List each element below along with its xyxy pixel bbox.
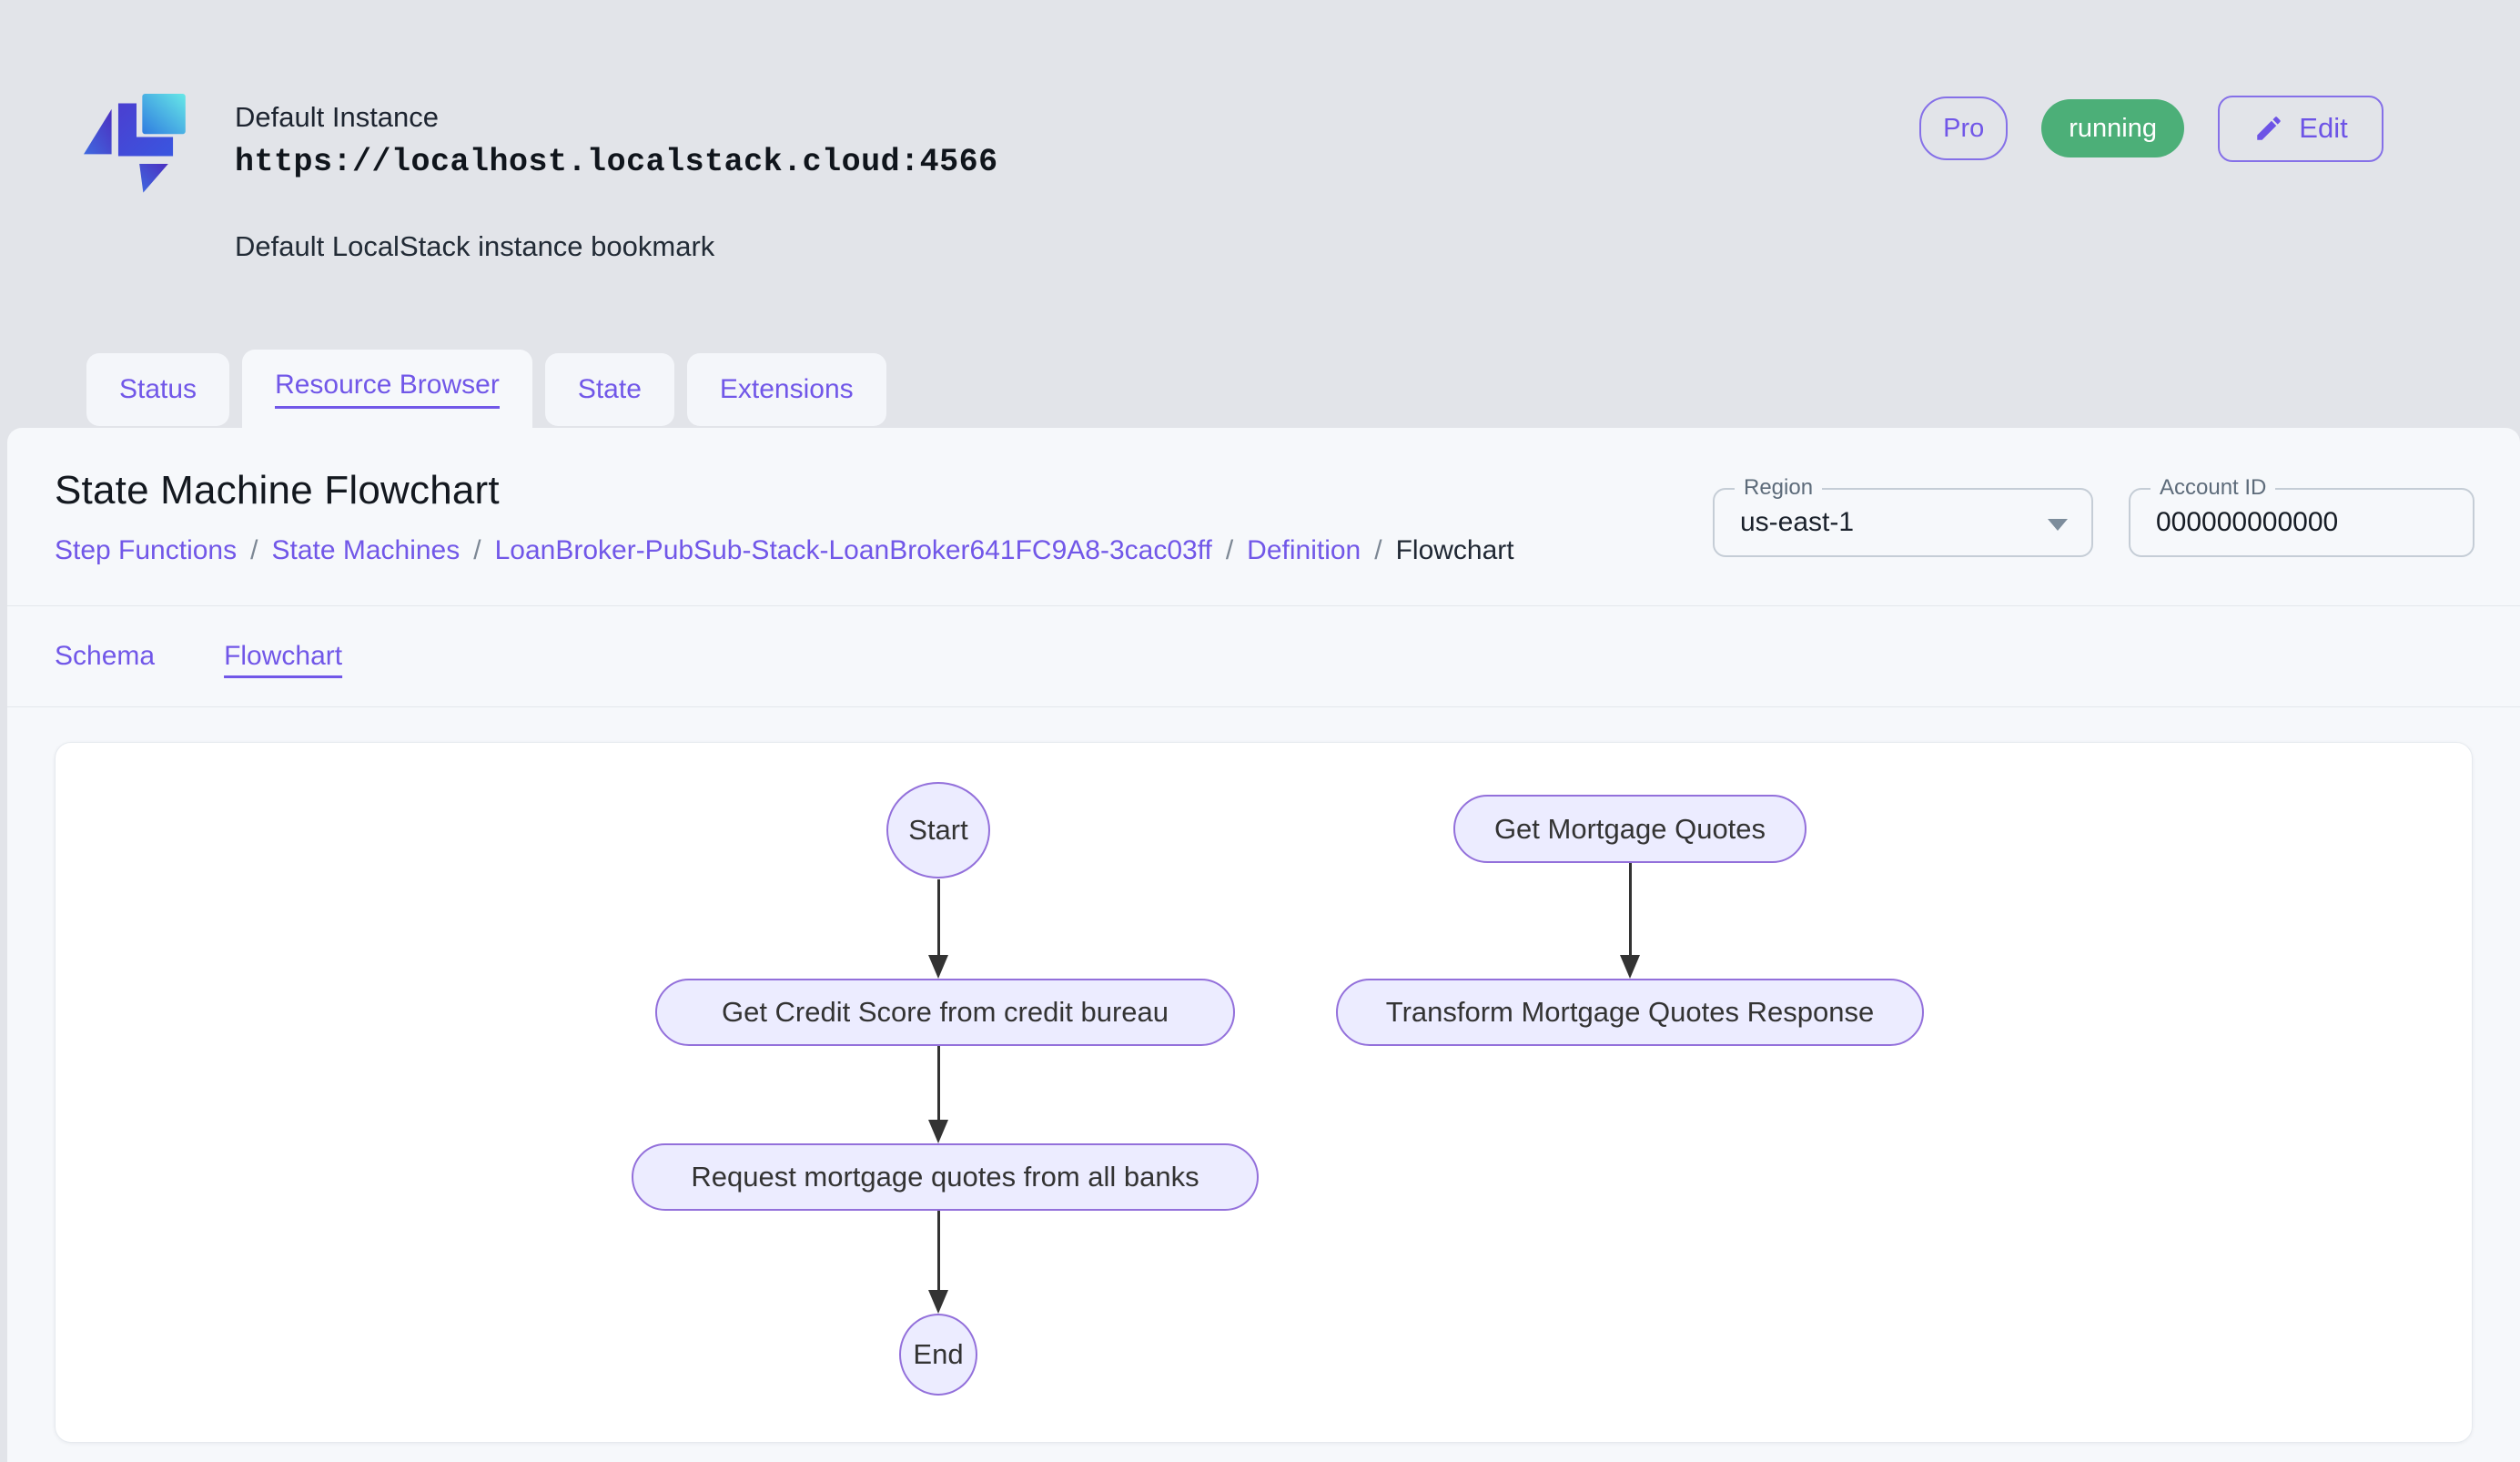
node-label: Get Mortgage Quotes [1493,812,1766,845]
tab-extensions-label: Extensions [719,374,854,404]
edge-line [1628,863,1632,955]
breadcrumb-state-machine-name[interactable]: LoanBroker-PubSub-Stack-LoanBroker641FC9… [494,535,1212,565]
tab-resource-browser[interactable]: Resource Browser [242,350,532,428]
flowchart-canvas: Start Get Credit Score from credit burea… [55,742,2473,1443]
region-select-label: Region [1735,474,1823,502]
arrowhead-icon [1620,955,1640,979]
tab-state[interactable]: State [544,353,674,426]
pencil-icon [2257,117,2282,140]
edit-button-label: Edit [2299,112,2348,144]
view-tab-flowchart[interactable]: Flowchart [224,641,343,671]
flowchart-node-get-credit-score: Get Credit Score from credit bureau [655,979,1235,1046]
region-select[interactable]: Region us-east-1 [1713,474,2093,557]
arrowhead-icon [928,1120,948,1143]
node-label: Start [908,814,968,846]
breadcrumb-separator: / [1374,535,1382,565]
view-tabs: Schema Flowchart [7,606,2520,707]
pro-badge: Pro [1919,96,2009,160]
main-panel: State Machine Flowchart Step Functions /… [7,428,2520,1462]
edge-credit-to-request [928,1046,948,1143]
page-title: State Machine Flowchart [55,468,500,513]
flowchart-node-transform-response: Transform Mortgage Quotes Response [1336,979,1924,1046]
flowchart-node-end: End [899,1314,977,1396]
node-label: End [913,1338,964,1370]
arrowhead-icon [928,955,948,979]
instance-name: Default Instance [235,101,440,133]
node-label: Request mortgage quotes from all banks [691,1161,1199,1193]
flowchart-node-start: Start [886,782,990,878]
tab-status-label: Status [119,374,197,404]
breadcrumb-separator: / [250,535,258,565]
edge-request-to-end [928,1211,948,1314]
edit-button[interactable]: Edit [2218,95,2383,162]
flowchart-node-get-mortgage-quotes: Get Mortgage Quotes [1453,795,1807,863]
main-tabs: Status Resource Browser State Extensions [86,350,886,428]
tab-state-label: State [577,374,642,404]
edge-line [936,1211,940,1290]
tab-status[interactable]: Status [86,353,230,426]
status-badge: running [2041,99,2184,157]
account-id-label: Account ID [2151,474,2276,502]
node-label: Transform Mortgage Quotes Response [1385,996,1875,1028]
region-select-value: us-east-1 [1740,507,1855,537]
tab-resource-browser-label: Resource Browser [275,370,500,409]
tab-extensions[interactable]: Extensions [686,353,886,426]
instance-info: Default Instance https://localhost.local… [235,100,998,264]
chevron-down-icon [2048,519,2068,531]
breadcrumb-separator: / [1225,535,1234,565]
localstack-logo-icon [84,94,186,193]
flowchart-node-request-quotes: Request mortgage quotes from all banks [632,1143,1259,1211]
edge-quotes-to-transform [1620,863,1640,979]
breadcrumb-separator: / [473,535,481,565]
view-tab-schema[interactable]: Schema [55,641,156,671]
node-label: Get Credit Score from credit bureau [721,996,1169,1028]
page-header: State Machine Flowchart Step Functions /… [7,428,2520,606]
breadcrumb-step-functions[interactable]: Step Functions [55,535,238,565]
breadcrumb: Step Functions / State Machines / LoanBr… [55,535,1514,566]
account-id-field: Account ID [2129,474,2474,557]
header-actions: Pro running Edit [1919,95,2383,162]
edge-start-to-credit [928,879,948,979]
app-header: Default Instance https://localhost.local… [0,0,2520,428]
edge-line [936,879,940,955]
edge-line [936,1046,940,1120]
breadcrumb-flowchart: Flowchart [1395,535,1514,565]
instance-subtitle: Default LocalStack instance bookmark [235,230,715,262]
breadcrumb-definition[interactable]: Definition [1247,535,1361,565]
arrowhead-icon [928,1290,948,1314]
instance-url: https://localhost.localstack.cloud:4566 [235,144,998,180]
breadcrumb-state-machines[interactable]: State Machines [271,535,460,565]
